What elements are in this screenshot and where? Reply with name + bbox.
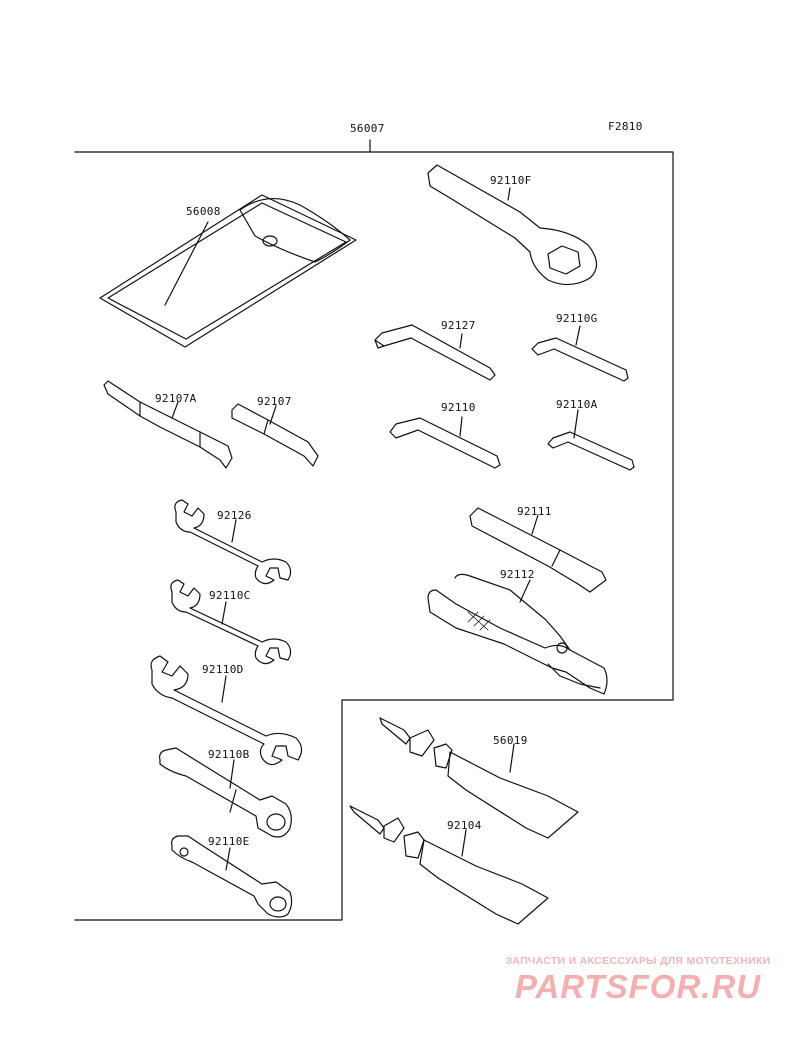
hex-key-92127 [374,324,496,381]
assembly-bracket [74,139,674,921]
hex-key-92110A [547,409,635,471]
box-wrench-92110B [159,747,292,838]
part-label-hex-key-1: 92127 [441,319,476,332]
part-label-open-wrench-3: 92110D [202,663,244,676]
part-label-screwdriver-bit: 92107A [155,392,197,405]
watermark-tagline: ЗАПЧАСТИ И АКСЕССУАРЫ ДЛЯ МОТОТЕХНИКИ [505,955,771,967]
part-label-ring-wrench: 92110F [490,174,532,187]
hex-key-92110G [531,325,629,382]
extension-bar [469,507,607,593]
grease-tube-92104 [349,805,549,925]
part-label-pliers: 92112 [500,568,535,581]
part-label-pouch: 56008 [186,205,221,218]
watermark-logo: PARTSFOR.RU [514,968,762,1005]
screwdriver-bit [103,380,233,469]
open-wrench-92110D [150,655,303,766]
part-label-grease-tube-2: 92104 [447,819,482,832]
part-label-hex-key-4: 92110A [556,398,598,411]
part-label-open-wrench-2: 92110C [209,589,251,602]
pliers [427,573,608,695]
part-label-hex-key-3: 92110 [441,401,476,414]
hex-key-92110 [389,416,501,469]
part-label-grease-tube-1: 56019 [493,734,528,747]
part-label-screwdriver-handle: 92107 [257,395,292,408]
assembly-code-label: 56007 [350,122,385,135]
part-label-box-wrench-2: 92110E [208,835,250,848]
part-label-box-wrench-1: 92110B [208,748,250,761]
part-label-open-wrench-1: 92126 [217,509,252,522]
grease-tube-56019 [379,717,579,839]
ring-wrench [427,164,598,286]
tool-pouch [99,194,357,348]
part-label-hex-key-2: 92110G [556,312,598,325]
screwdriver-handle [231,403,319,467]
open-wrench-92126 [174,499,292,585]
box-wrench-92110E [171,835,293,918]
part-label-extension-bar: 92111 [517,505,552,518]
open-wrench-92110C [170,579,292,665]
figure-code: F2810 [608,120,643,133]
